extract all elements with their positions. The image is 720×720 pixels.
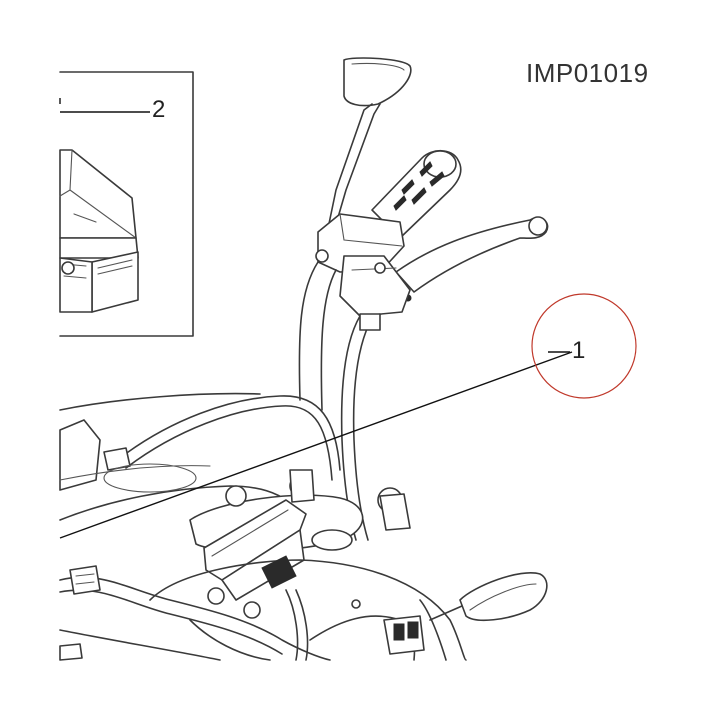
inset-connector-housing <box>59 149 139 313</box>
instrument-cluster <box>203 499 307 619</box>
wiring-harness <box>59 555 425 661</box>
inset-frame <box>59 71 194 337</box>
clutch-lever <box>395 216 549 302</box>
fuel-tank <box>149 559 467 661</box>
handlebar-grip <box>371 149 462 239</box>
highlight-circle <box>531 293 637 399</box>
switch-housing <box>315 213 411 317</box>
brake-cable <box>119 395 341 471</box>
callout-number-2: 2 <box>152 96 166 123</box>
handlebar-assembly <box>59 57 549 661</box>
callout-number-1: 1 <box>572 337 586 364</box>
callout-1-leader <box>59 351 573 539</box>
handlebar-tube <box>298 261 319 401</box>
callout-1 <box>59 293 637 539</box>
inset-detail-view <box>59 71 194 337</box>
turn-indicator <box>429 572 548 622</box>
figure-reference-code: IMP01019 <box>526 58 649 88</box>
